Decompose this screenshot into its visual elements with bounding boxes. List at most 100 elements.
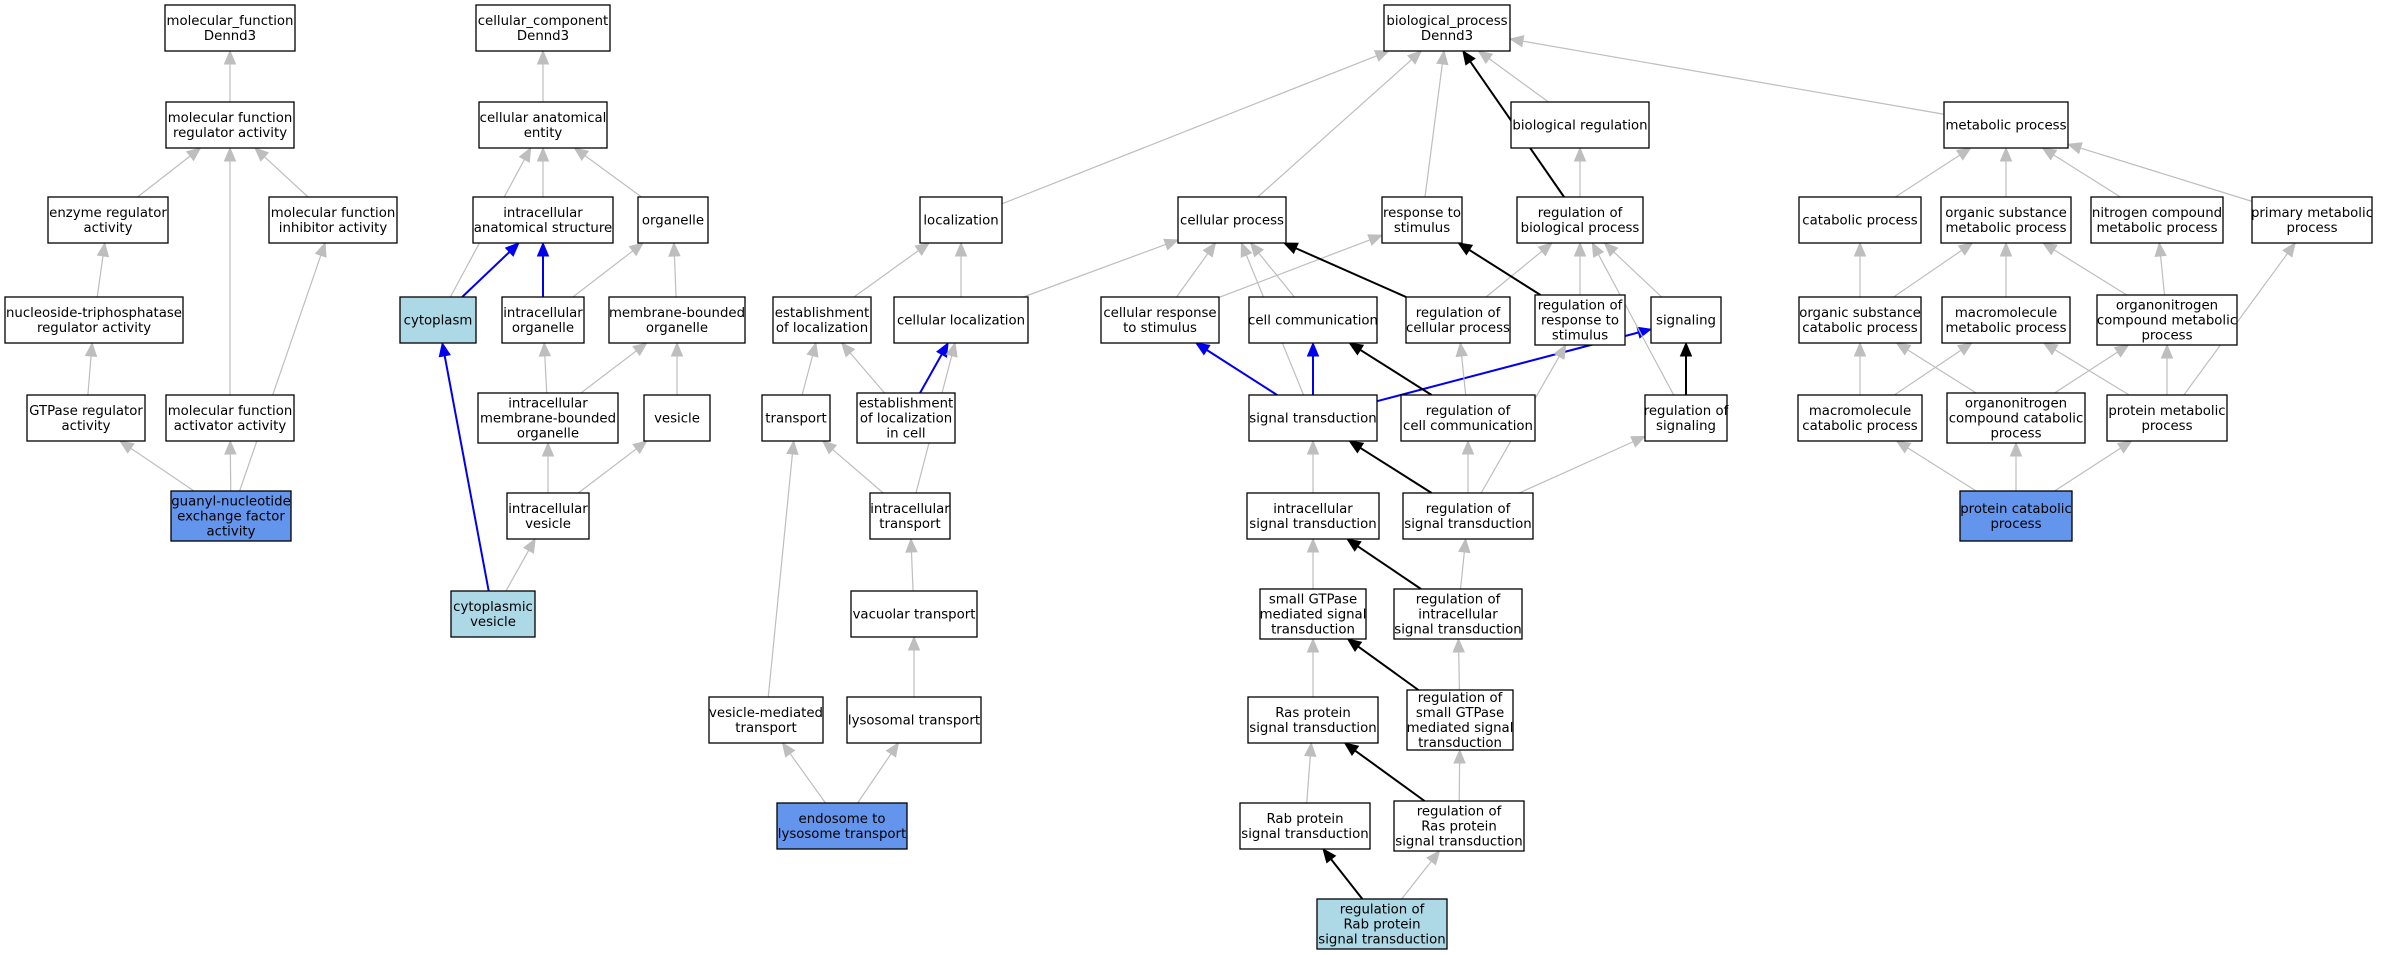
node-label-line: cytoplasmic [453, 600, 533, 615]
node-met-proc[interactable]: metabolic process [1943, 101, 2069, 149]
node-label-line: regulator activity [173, 126, 287, 141]
node-label-line: metabolic process [1945, 321, 2066, 336]
node-label-line: signal transduction [1249, 721, 1376, 736]
node-label-line: cell communication [1248, 314, 1378, 329]
node-vac-transport[interactable]: vacuolar transport [850, 590, 978, 638]
node-cell-proc[interactable]: cellular process [1177, 196, 1287, 244]
edge-line [1459, 551, 1465, 590]
node-localization[interactable]: localization [919, 196, 1003, 244]
edge-macro_met-to-org_sub_met [1999, 241, 2013, 297]
edge-cell_resp-to-resp_stim [1218, 234, 1384, 299]
edge-arrowhead-icon [840, 342, 856, 358]
node-lys-transport[interactable]: lysosomal transport [846, 696, 982, 744]
edge-reg_signaling-to-signaling [1679, 341, 1693, 395]
node-signaling[interactable]: signaling [1650, 296, 1722, 344]
node-vesicle[interactable]: vesicle [643, 394, 711, 442]
edge-sgtp-to-ic_sig [1306, 537, 1320, 589]
edge-line [1893, 249, 1963, 298]
edge-enzyme_reg-to-mf_reg [137, 147, 202, 198]
edge-cell_loc-to-localization [954, 241, 968, 297]
node-label-line: of localization [860, 412, 952, 427]
node-catab-proc[interactable]: catabolic process [1798, 196, 1922, 244]
edge-arrowhead-icon [1453, 748, 1466, 764]
edge-line [832, 449, 884, 494]
edge-line [1258, 252, 1295, 298]
node-box [1402, 492, 1534, 540]
edge-arrowhead-icon [1999, 146, 2013, 162]
node-label-line: signal transduction [1394, 623, 1521, 638]
node-transport[interactable]: transport [761, 394, 831, 442]
edge-vac_transport-to-ic_transport [905, 537, 918, 592]
node-label-line: catabolic process [1802, 214, 1917, 229]
node-label-line: cellular anatomical [480, 111, 607, 126]
edge-reg_bio-to-bio_reg [1573, 146, 1587, 197]
node-cell-comm[interactable]: cell communication [1248, 296, 1378, 344]
node-cell-loc[interactable]: cellular localization [893, 296, 1029, 344]
node-label-line: activity [206, 525, 255, 540]
node-box [1239, 802, 1371, 850]
edge-line [505, 550, 530, 592]
edge-reg_rab-to-rab_sig [1322, 847, 1364, 900]
node-cytoplasm[interactable]: cytoplasm [399, 296, 477, 344]
node-sig-trans[interactable]: signal transduction [1248, 394, 1378, 442]
node-organelle[interactable]: organelle [637, 196, 709, 244]
node-bio-reg[interactable]: biological regulation [1510, 101, 1650, 149]
edge-arrowhead-icon [96, 241, 110, 258]
node-box [893, 296, 1029, 344]
edge-reg_cell_comm-to-reg_cell_proc [1455, 341, 1468, 396]
